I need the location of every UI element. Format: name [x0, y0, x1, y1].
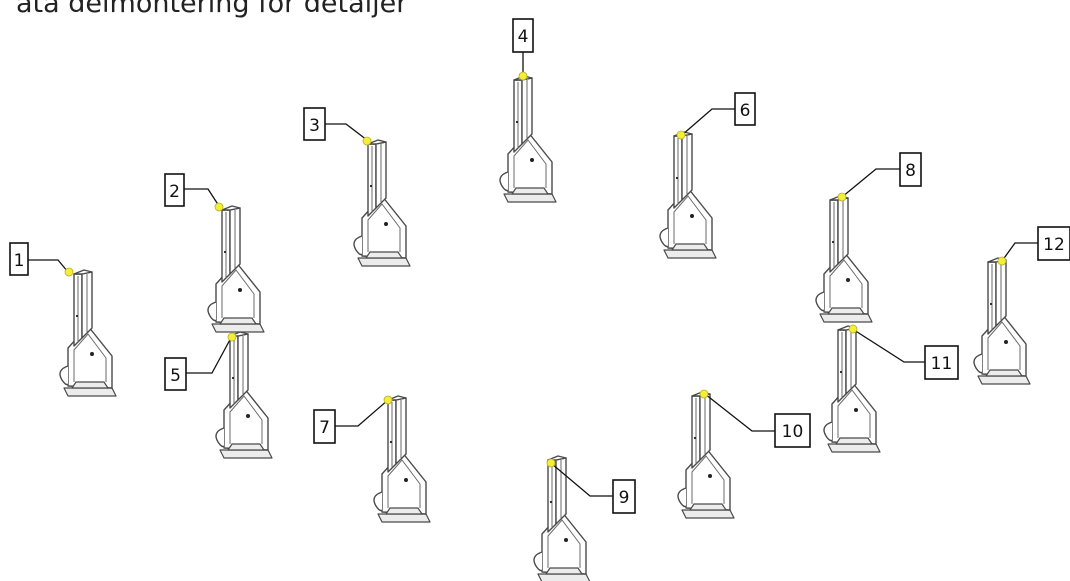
callout-2: 2 [164, 173, 185, 207]
callout-7: 7 [313, 409, 336, 444]
callout-label-7: 7 [319, 418, 330, 438]
callout-label-8: 8 [905, 161, 916, 181]
marker-11 [848, 324, 858, 334]
post-8 [815, 195, 873, 323]
marker-4 [518, 71, 528, 81]
marker-1 [64, 267, 74, 277]
callout-10: 10 [774, 413, 811, 448]
marker-5 [227, 332, 237, 342]
post-9 [533, 455, 591, 581]
post-11 [823, 325, 881, 453]
callout-12: 12 [1037, 226, 1070, 261]
post-12 [973, 257, 1031, 385]
marker-10 [699, 389, 709, 399]
marker-3 [362, 136, 372, 146]
marker-12 [997, 256, 1007, 266]
callout-5: 5 [164, 357, 187, 391]
post-6 [659, 131, 717, 259]
callout-8: 8 [899, 152, 922, 187]
marker-8 [837, 192, 847, 202]
callout-label-9: 9 [619, 488, 630, 508]
callout-label-3: 3 [309, 116, 320, 136]
page-title: ata delmontering for detaljer [16, 0, 408, 19]
callout-label-10: 10 [782, 422, 804, 442]
callout-6: 6 [734, 92, 756, 126]
marker-9 [546, 458, 556, 468]
callout-4: 4 [512, 18, 534, 53]
post-1 [59, 269, 117, 397]
marker-6 [676, 130, 686, 140]
callout-3: 3 [303, 107, 326, 141]
callout-1: 1 [9, 242, 29, 276]
post-3 [353, 139, 411, 267]
post-4 [499, 75, 557, 203]
post-7 [373, 395, 431, 523]
callout-label-5: 5 [170, 366, 181, 386]
callout-9: 9 [612, 479, 636, 514]
callout-label-11: 11 [931, 354, 953, 374]
post-2 [207, 205, 265, 333]
marker-2 [214, 202, 224, 212]
callout-label-4: 4 [518, 27, 529, 47]
marker-7 [383, 395, 393, 405]
callout-label-6: 6 [740, 101, 751, 121]
callout-11: 11 [924, 345, 959, 380]
callout-label-1: 1 [14, 251, 25, 271]
callout-label-12: 12 [1043, 235, 1065, 255]
callout-label-2: 2 [169, 182, 180, 202]
